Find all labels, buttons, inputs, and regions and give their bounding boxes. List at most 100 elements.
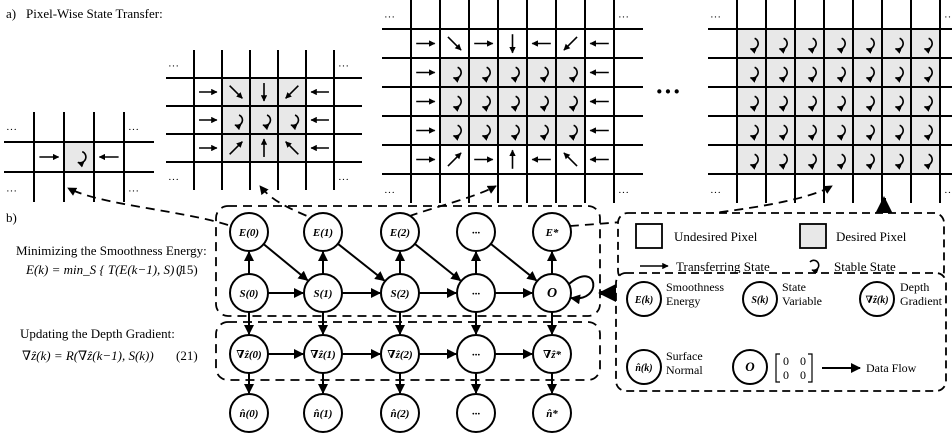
node-state-0: S(0) bbox=[229, 273, 269, 313]
pixel-grid-2: ············ bbox=[166, 50, 362, 190]
matrix-cell-01: 0 bbox=[800, 354, 806, 368]
grid-corner-ellipsis: ··· bbox=[128, 186, 139, 198]
stable-state-icon bbox=[452, 66, 462, 83]
desired-pixel bbox=[278, 106, 306, 134]
stable-state-icon bbox=[510, 95, 520, 112]
stable-state-icon bbox=[568, 124, 578, 141]
desired-pixel bbox=[469, 87, 498, 116]
node-normal-4: n̂* bbox=[532, 393, 572, 433]
node-state-4: O bbox=[532, 273, 572, 313]
smooth-title: Minimizing the Smoothness Energy: bbox=[16, 243, 207, 258]
desired-pixel bbox=[766, 145, 795, 174]
stable-state-icon bbox=[481, 95, 491, 112]
node-normal-0-label: n̂(0) bbox=[240, 408, 259, 420]
self-loop-o bbox=[568, 275, 595, 305]
node-normal-2: n̂(2) bbox=[380, 393, 420, 433]
node-energy-4-label: E* bbox=[545, 227, 559, 239]
section-a-label: a) bbox=[6, 6, 16, 21]
desired-pixel bbox=[853, 58, 882, 87]
depth-equation: ∇ẑ(k) = R(∇ẑ(k−1), S(k)) bbox=[22, 348, 154, 363]
stable-state-icon bbox=[778, 95, 788, 112]
node-energy-4-circle bbox=[532, 212, 572, 252]
undesired-swatch bbox=[635, 223, 663, 249]
stable-state-icon bbox=[481, 66, 491, 83]
grid-corner-ellipsis: ··· bbox=[384, 11, 395, 23]
node-normal-4-circle bbox=[532, 393, 572, 433]
link-e0-grid bbox=[67, 187, 229, 226]
node-gradient-1-label: ∇ẑ(1) bbox=[310, 349, 335, 361]
stable-state-icon bbox=[894, 66, 904, 83]
stable-state-icon bbox=[778, 66, 788, 83]
grid-corner-ellipsis: ··· bbox=[128, 124, 139, 136]
desired-pixel bbox=[440, 116, 469, 145]
stable-state-icon bbox=[923, 153, 933, 170]
stable-state-icon bbox=[923, 95, 933, 112]
stable-state-icon bbox=[807, 124, 817, 141]
stable-state-icon bbox=[452, 95, 462, 112]
legend-energy-line2: Energy bbox=[666, 294, 700, 308]
grid-corner-ellipsis: ··· bbox=[6, 124, 17, 136]
graph-nodes: E(0)E(1)E(2)···E*S(0)S(1)S(2)···O∇ẑ(0)∇ẑ… bbox=[229, 212, 572, 433]
stable-state-icon bbox=[894, 153, 904, 170]
smooth-equation: E(k) = min_S { T(E(k−1), S) } bbox=[25, 262, 184, 277]
desired-pixel bbox=[853, 87, 882, 116]
stable-state-icon bbox=[778, 124, 788, 141]
legend-gradient-node-circle bbox=[859, 281, 895, 317]
grid-corner-ellipsis: ··· bbox=[618, 11, 629, 23]
legend-o-node-label: O bbox=[745, 359, 755, 374]
node-energy-0-label: E(0) bbox=[238, 227, 259, 239]
desired-pixel bbox=[911, 145, 940, 174]
desired-pixel bbox=[556, 87, 585, 116]
legend-energy-node-circle bbox=[626, 281, 662, 317]
desired-pixel bbox=[882, 58, 911, 87]
grid-corner-ellipsis: ··· bbox=[944, 187, 952, 199]
node-energy-2-circle bbox=[380, 212, 420, 252]
node-state-0-label: S(0) bbox=[240, 288, 259, 300]
node-gradient-2-circle bbox=[380, 334, 420, 374]
stable-state-icon bbox=[807, 95, 817, 112]
depth-eq-number: (21) bbox=[176, 348, 198, 363]
pixel-grid-4: ············ bbox=[708, 0, 952, 203]
edge-energy-to-next-state bbox=[490, 243, 538, 282]
desired-pixel bbox=[795, 29, 824, 58]
desired-pixel bbox=[766, 87, 795, 116]
stable-state-icon bbox=[809, 259, 820, 275]
desired-pixel bbox=[527, 58, 556, 87]
legend-energy-node-label: E(k) bbox=[634, 295, 653, 306]
node-gradient-2-label: ∇ẑ(2) bbox=[387, 349, 412, 361]
stable-state-icon bbox=[807, 37, 817, 54]
node-energy-1-label: E(1) bbox=[312, 227, 333, 239]
desired-pixel bbox=[882, 145, 911, 174]
smooth-eq-number: (15) bbox=[176, 262, 198, 277]
stable-state-icon bbox=[836, 124, 846, 141]
stable-state-icon bbox=[778, 153, 788, 170]
node-state-3: ··· bbox=[456, 273, 496, 313]
link-e2-grid bbox=[394, 185, 497, 223]
desired-pixel bbox=[469, 116, 498, 145]
node-gradient-3: ··· bbox=[456, 334, 496, 374]
stable-state-icon bbox=[865, 95, 875, 112]
stable-state-icon bbox=[749, 37, 759, 54]
depth-title: Updating the Depth Gradient: bbox=[20, 326, 175, 341]
pixel-grids: ········································… bbox=[4, 0, 952, 203]
section-a-title: Pixel-Wise State Transfer: bbox=[26, 6, 163, 21]
grid-corner-ellipsis: ··· bbox=[338, 61, 349, 73]
grid-corner-ellipsis: ··· bbox=[944, 11, 952, 23]
stable-state-icon bbox=[865, 37, 875, 54]
legend-grad-line2: Gradient bbox=[900, 294, 943, 308]
node-state-1: S(1) bbox=[303, 273, 343, 313]
node-gradient-4-label: ∇ẑ* bbox=[543, 349, 562, 361]
legend-normal-line1: Surface bbox=[666, 349, 703, 363]
grid-corner-ellipsis: ··· bbox=[168, 61, 179, 73]
transfer-arrow-icon bbox=[563, 36, 578, 51]
node-state-2: S(2) bbox=[380, 273, 420, 313]
legend-state-line2: Variable bbox=[782, 294, 822, 308]
legend-gradient-node-label: ∇ẑ(k) bbox=[865, 295, 888, 306]
section-b-label: b) bbox=[6, 210, 17, 225]
desired-pixel bbox=[795, 58, 824, 87]
transfer-arrow-icon bbox=[447, 152, 462, 167]
desired-pixel bbox=[222, 106, 250, 134]
grid-corner-ellipsis: ··· bbox=[618, 187, 629, 199]
node-normal-0-circle bbox=[229, 393, 269, 433]
desired-pixel bbox=[795, 87, 824, 116]
